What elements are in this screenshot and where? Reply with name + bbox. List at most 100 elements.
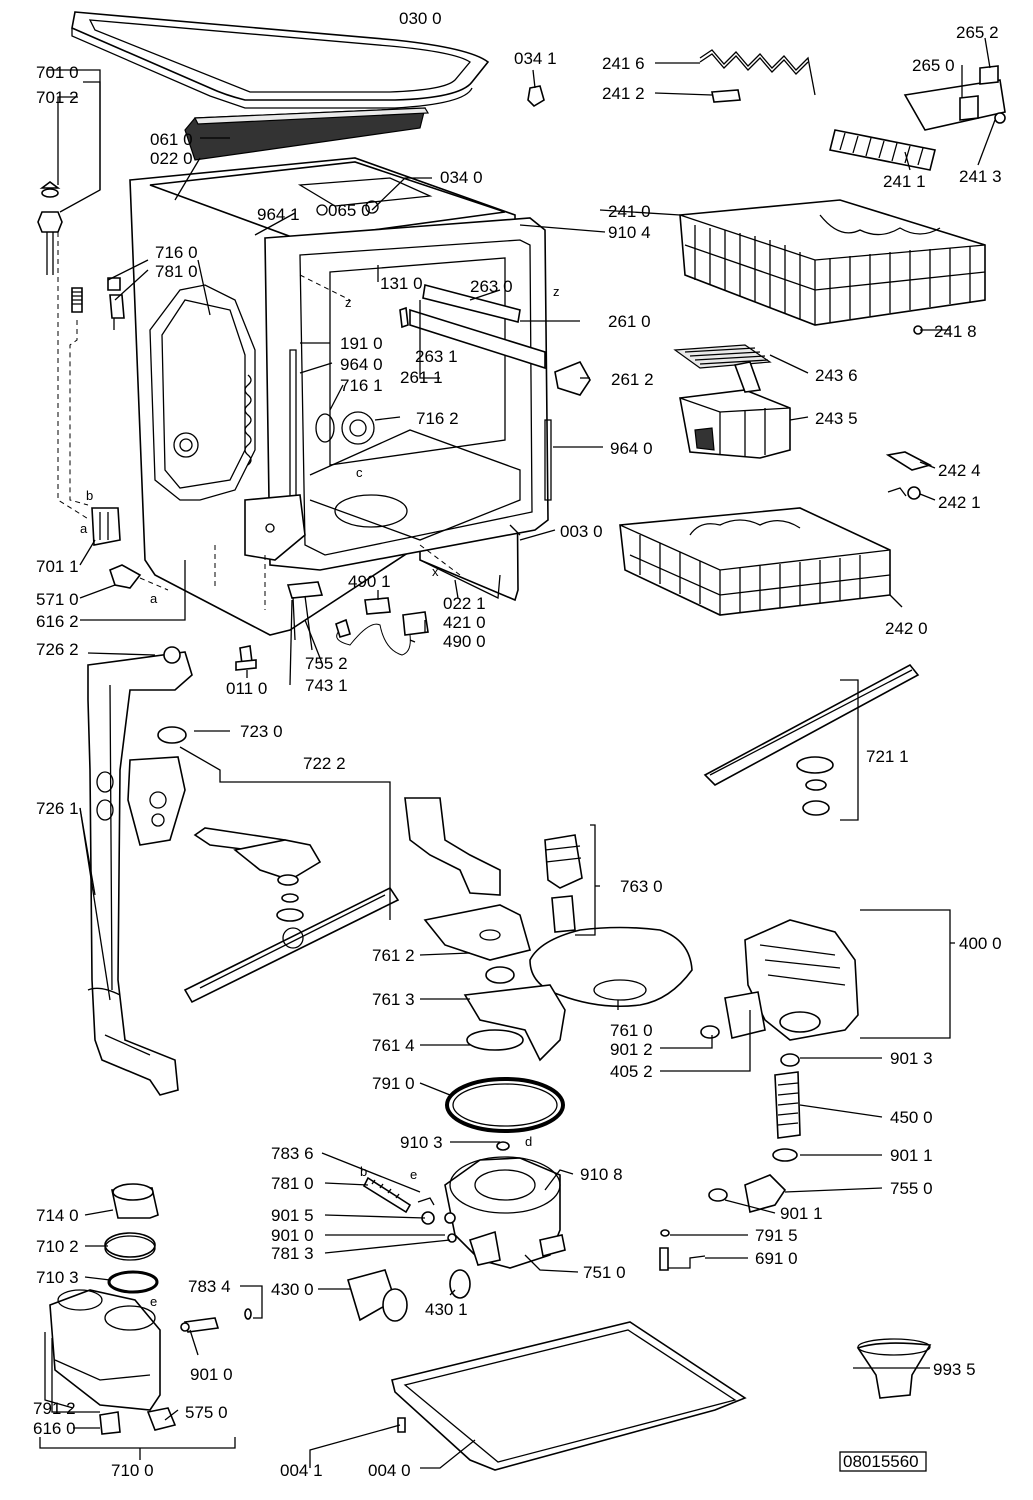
part-label: 241 6 xyxy=(602,54,645,73)
part-label: 710 0 xyxy=(111,1461,154,1480)
letter-a: a xyxy=(80,521,88,536)
o-ring xyxy=(445,1077,565,1133)
letter-z: z xyxy=(553,284,560,299)
part-label: 791 5 xyxy=(755,1226,798,1245)
part-label: 901 3 xyxy=(890,1049,933,1068)
part-label: 726 2 xyxy=(36,640,79,659)
letter-b: b xyxy=(86,488,93,503)
letter-x: x xyxy=(432,564,439,579)
part-label: 964 1 xyxy=(257,205,300,224)
sump xyxy=(346,1141,706,1322)
filter-assembly xyxy=(404,797,693,1062)
part-label: 261 2 xyxy=(611,370,654,389)
funnel xyxy=(856,1342,932,1399)
part-label: 755 0 xyxy=(890,1179,933,1198)
letter-b: b xyxy=(360,1164,367,1179)
part-label: 701 0 xyxy=(36,63,79,82)
part-label: 781 0 xyxy=(155,262,198,281)
part-label: 755 2 xyxy=(305,654,348,673)
funnel-rim xyxy=(857,1338,931,1356)
part-label: 004 0 xyxy=(368,1461,411,1480)
part-label: 263 1 xyxy=(415,347,458,366)
part-label: 761 3 xyxy=(372,990,415,1009)
part-label: 400 0 xyxy=(959,934,1002,953)
part-label: 241 1 xyxy=(883,172,926,191)
part-label: 701 1 xyxy=(36,557,79,576)
drawing-number: 08015560 xyxy=(839,1451,927,1472)
drawings xyxy=(37,11,1006,1471)
part-label: 743 1 xyxy=(305,676,348,695)
part-label: 701 2 xyxy=(36,88,79,107)
part-label: 791 2 xyxy=(33,1399,76,1418)
part-label: 716 2 xyxy=(416,409,459,428)
part-label: 003 0 xyxy=(560,522,603,541)
part-label: 575 0 xyxy=(185,1403,228,1422)
part-label: 901 1 xyxy=(780,1204,823,1223)
base-plate xyxy=(391,1321,747,1471)
part-labels: 030 0 034 1 241 6 241 2 265 2 265 0 701 … xyxy=(33,9,1002,1480)
leader-lines xyxy=(39,37,996,1469)
upper-spray-arm xyxy=(183,827,400,1004)
part-label: 430 0 xyxy=(271,1280,314,1299)
worktop-lid xyxy=(71,11,490,109)
part-label: 490 1 xyxy=(348,572,391,591)
part-label: 726 1 xyxy=(36,799,79,818)
tub-cabinet xyxy=(129,157,552,636)
base-hoses xyxy=(235,581,324,671)
part-label: 901 1 xyxy=(890,1146,933,1165)
part-label: 061 0 xyxy=(150,130,193,149)
part-label: 242 4 xyxy=(938,461,981,480)
part-label: 022 0 xyxy=(150,149,193,168)
part-label: 761 4 xyxy=(372,1036,415,1055)
part-label: 241 3 xyxy=(959,167,1002,186)
part-label: 261 1 xyxy=(400,368,443,387)
letter-e: e xyxy=(410,1167,417,1182)
part-label: 710 2 xyxy=(36,1237,79,1256)
part-label: 022 1 xyxy=(443,594,486,613)
part-label: 751 0 xyxy=(583,1263,626,1282)
letter-e: e xyxy=(150,1294,157,1309)
cutlery-basket xyxy=(673,344,791,459)
part-label: 910 8 xyxy=(580,1165,623,1184)
part-label: 405 2 xyxy=(610,1062,653,1081)
part-label: 242 0 xyxy=(885,619,928,638)
part-label: 791 0 xyxy=(372,1074,415,1093)
part-label: 761 0 xyxy=(610,1021,653,1040)
part-label: 265 0 xyxy=(912,56,955,75)
part-label: 450 0 xyxy=(890,1108,933,1127)
part-label: 781 0 xyxy=(271,1174,314,1193)
part-label: 723 0 xyxy=(240,722,283,741)
part-label: 241 2 xyxy=(602,84,645,103)
part-label: 034 1 xyxy=(514,49,557,68)
letter-c: c xyxy=(356,465,363,480)
drawing-number-text: 08015560 xyxy=(843,1452,919,1471)
part-label: 910 3 xyxy=(400,1133,443,1152)
part-label: 901 0 xyxy=(271,1226,314,1245)
part-label: 722 2 xyxy=(303,754,346,773)
part-label: 243 6 xyxy=(815,366,858,385)
part-label: 964 0 xyxy=(340,355,383,374)
o-ring-inner xyxy=(452,1083,558,1127)
letter-d: d xyxy=(525,1134,532,1149)
part-label: 781 3 xyxy=(271,1244,314,1263)
part-label: 242 1 xyxy=(938,493,981,512)
electrical-parts xyxy=(335,597,429,656)
letter-z: z xyxy=(345,295,352,310)
part-label: 261 0 xyxy=(608,312,651,331)
part-label: 571 0 xyxy=(36,590,79,609)
softener-unit xyxy=(49,1183,252,1435)
part-label: 616 0 xyxy=(33,1419,76,1438)
drawing-number-box xyxy=(839,1451,927,1472)
part-label: 421 0 xyxy=(443,613,486,632)
motor-pump xyxy=(700,919,859,1214)
part-label: 243 5 xyxy=(815,409,858,428)
part-label: 901 0 xyxy=(190,1365,233,1384)
part-label: 131 0 xyxy=(380,274,423,293)
part-label: 691 0 xyxy=(755,1249,798,1268)
part-label: 030 0 xyxy=(399,9,442,28)
upper-rack xyxy=(399,49,1006,396)
part-label: 241 8 xyxy=(934,322,977,341)
seal-strip xyxy=(184,107,430,161)
part-label: 761 2 xyxy=(372,946,415,965)
